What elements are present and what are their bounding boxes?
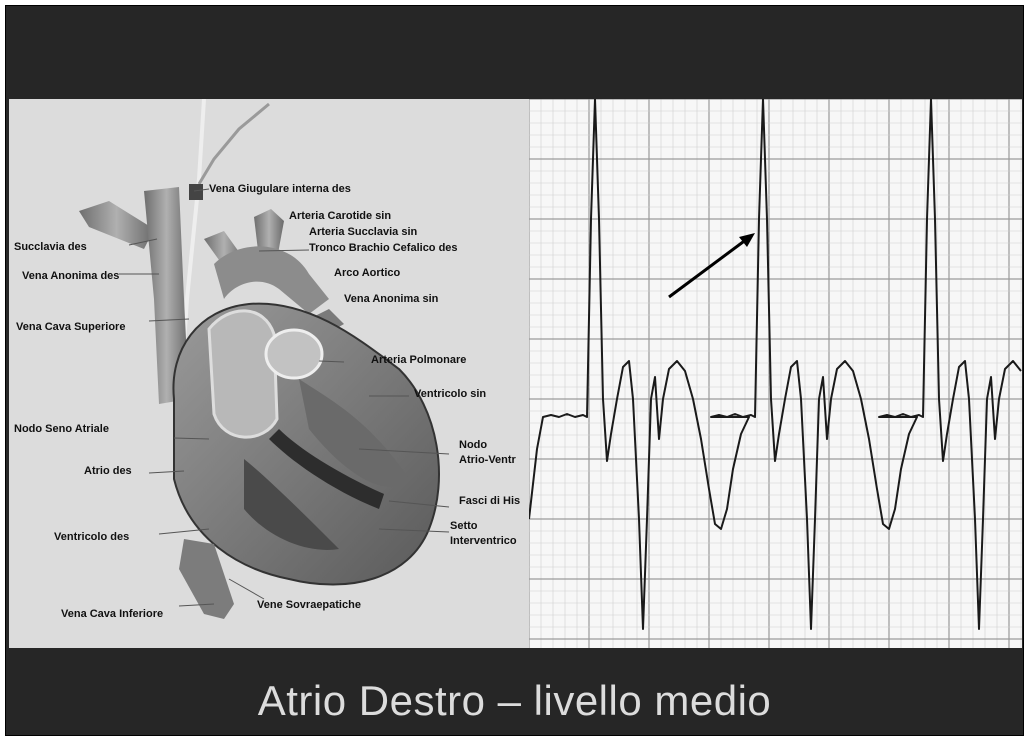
slide-title: Atrio Destro – livello medio [6, 677, 1023, 725]
label-ventricolo-sin: Ventricolo sin [414, 388, 486, 400]
label-vena-cava-inferiore: Vena Cava Inferiore [61, 608, 163, 620]
ecg-strip [529, 99, 1022, 648]
label-setto-line2: Interventrico [450, 535, 517, 547]
label-tronco-brachio: Tronco Brachio Cefalico des [309, 242, 458, 254]
label-arteria-succlavia: Arteria Succlavia sin [309, 226, 417, 238]
label-vena-anonima-des: Vena Anonima des [22, 270, 119, 282]
label-nodo-av-line2: Atrio-Ventr [459, 454, 516, 466]
label-nodo-av-line1: Nodo [459, 439, 487, 451]
image-area: Vena Giugulare interna des Arteria Carot… [9, 99, 1022, 648]
label-setto-line1: Setto [450, 520, 478, 532]
arrow-shaft [669, 239, 747, 297]
label-vena-anonima-sin: Vena Anonima sin [344, 293, 438, 305]
label-fasci-his: Fasci di His [459, 495, 520, 507]
heart-anatomy-illustration: Vena Giugulare interna des Arteria Carot… [9, 99, 529, 648]
label-atrio-des: Atrio des [84, 465, 132, 477]
heart-drawing [9, 99, 529, 648]
label-arteria-carotide: Arteria Carotide sin [289, 210, 391, 222]
label-vena-giugulare: Vena Giugulare interna des [209, 183, 351, 195]
ecg-trace-graphic [529, 99, 1022, 648]
label-succlavia-des: Succlavia des [14, 241, 87, 253]
label-vene-sovraepatiche: Vene Sovraepatiche [257, 599, 361, 611]
label-arteria-polmonare: Arteria Polmonare [371, 354, 466, 366]
slide: Vena Giugulare interna des Arteria Carot… [5, 5, 1024, 736]
top-band [6, 6, 1023, 99]
label-arco-aortico: Arco Aortico [334, 267, 400, 279]
label-vena-cava-superiore: Vena Cava Superiore [16, 321, 125, 333]
ecg-trace [529, 99, 1021, 629]
label-nodo-seno-atriale: Nodo Seno Atriale [14, 423, 109, 435]
label-ventricolo-des: Ventricolo des [54, 531, 129, 543]
